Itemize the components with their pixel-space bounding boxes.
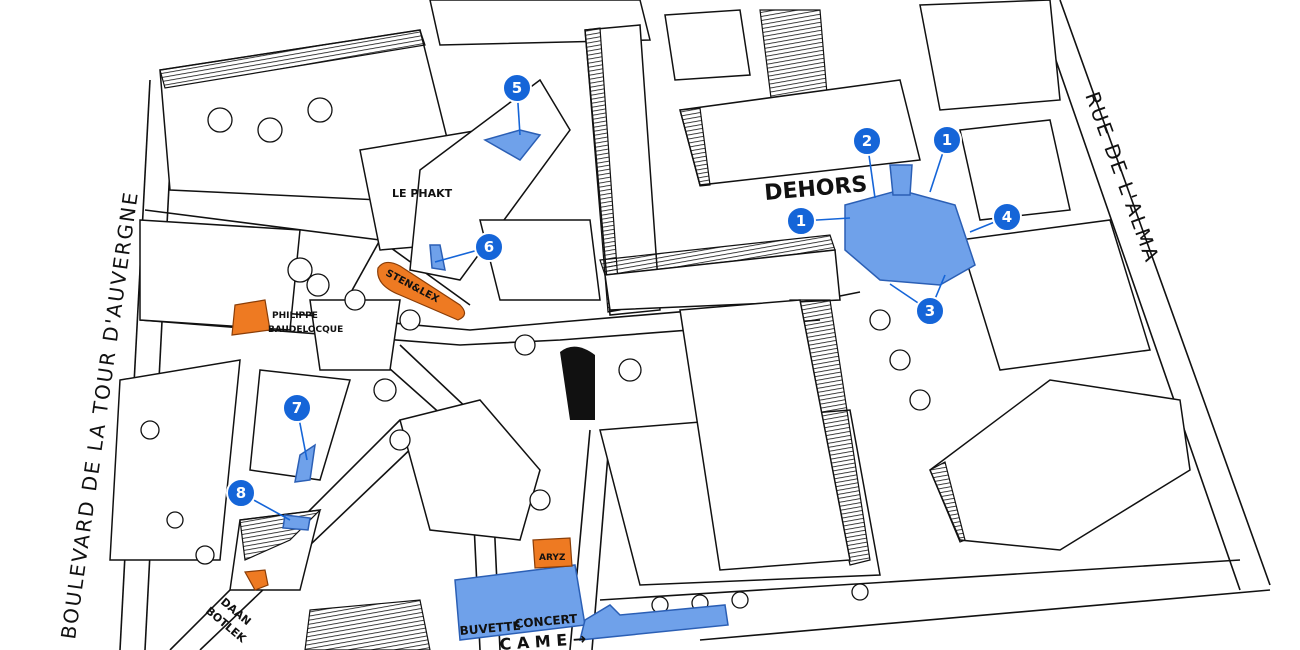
venue-7 [294, 443, 316, 483]
came-street [579, 604, 729, 641]
label-dehors: DEHORS [763, 172, 868, 206]
artist-works [231, 261, 573, 591]
marker-3[interactable]: 3 [915, 296, 945, 326]
philippe-baudelocque-work [231, 299, 271, 336]
dehors-venue [844, 189, 976, 286]
marker-5[interactable]: 5 [502, 73, 532, 103]
label-buvette: BUVETTE [459, 619, 521, 638]
svg-text:2: 2 [862, 132, 872, 150]
svg-text:5: 5 [512, 79, 522, 97]
keyhole-fountain [560, 346, 595, 420]
marker-6[interactable]: 6 [474, 232, 504, 262]
label-concert: CONCERT [514, 611, 579, 631]
marker-7[interactable]: 7 [282, 393, 312, 423]
buildings [109, 0, 1191, 650]
svg-text:1: 1 [942, 131, 952, 149]
venue-8 [282, 514, 311, 531]
label-baudelocque: BAUDELOCQUE [268, 325, 343, 335]
sten-lex-work [377, 261, 466, 321]
marker-2[interactable]: 2 [852, 126, 882, 156]
svg-text:7: 7 [292, 399, 302, 417]
label-came: C A M E → [499, 629, 587, 650]
svg-text:6: 6 [484, 238, 494, 256]
venue-5 [483, 129, 542, 161]
venues [282, 129, 976, 641]
venue-6 [429, 244, 446, 271]
marker-1-top[interactable]: 1 [932, 125, 962, 155]
marker-8[interactable]: 8 [226, 478, 256, 508]
roads [119, 0, 1271, 650]
marker-1-left[interactable]: 1 [786, 206, 816, 236]
svg-text:3: 3 [925, 302, 935, 320]
daan-botlek-work [244, 569, 269, 591]
label-aryz: ARYZ [539, 553, 566, 563]
label-philippe: PHILIPPE [272, 311, 318, 321]
svg-text:4: 4 [1002, 208, 1012, 226]
aryz-work [532, 537, 573, 569]
label-le-phakt: LE PHAKT [392, 187, 453, 200]
svg-text:1: 1 [796, 212, 806, 230]
marker-4[interactable]: 4 [992, 202, 1022, 232]
svg-text:8: 8 [236, 484, 246, 502]
